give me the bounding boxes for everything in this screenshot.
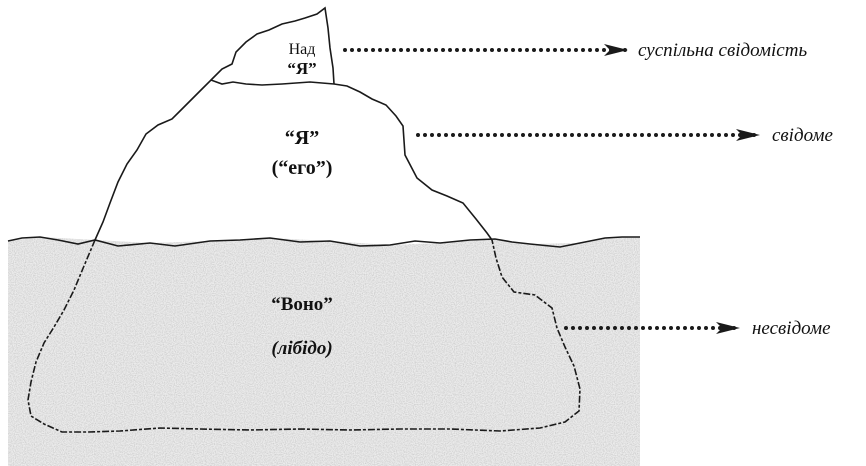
iceberg-below-water-outline xyxy=(27,239,581,433)
iceberg-above-water-outline xyxy=(94,79,493,241)
id-label-line1: “Воно” xyxy=(271,294,333,315)
annotation-conscious: свідоме xyxy=(772,125,833,146)
superego-peak-outline xyxy=(210,6,335,85)
superego-label-line1: Над xyxy=(289,41,316,58)
waterline xyxy=(7,236,640,248)
ego-label-line2: (“его”) xyxy=(272,157,333,179)
annotation-social-consciousness: суспільна свідомість xyxy=(638,40,807,61)
ego-label-line1: “Я” xyxy=(285,127,319,149)
id-label-line2: (лібідо) xyxy=(271,338,332,359)
water-region xyxy=(8,237,640,466)
annotation-unconscious: несвідоме xyxy=(752,318,831,339)
superego-label-line2: “Я” xyxy=(287,59,316,78)
